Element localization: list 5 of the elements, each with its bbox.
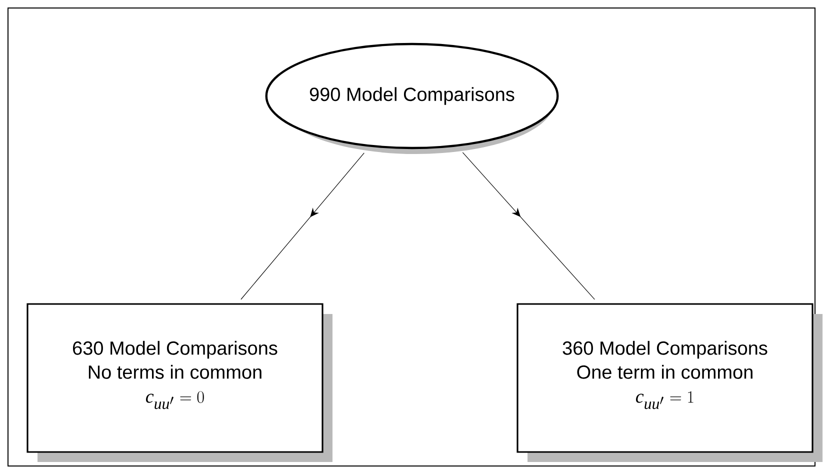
process-box: 360 Model Comparisons One term in common $c_{uu'} = 1$ (516, 303, 822, 462)
arrow (240, 152, 364, 300)
arrow (462, 152, 595, 300)
oval-node: 990 Model Comparisons (265, 42, 559, 154)
process-box: 630 Model Comparisons No terms in common $c_{uu'} = 0$ (26, 303, 332, 462)
